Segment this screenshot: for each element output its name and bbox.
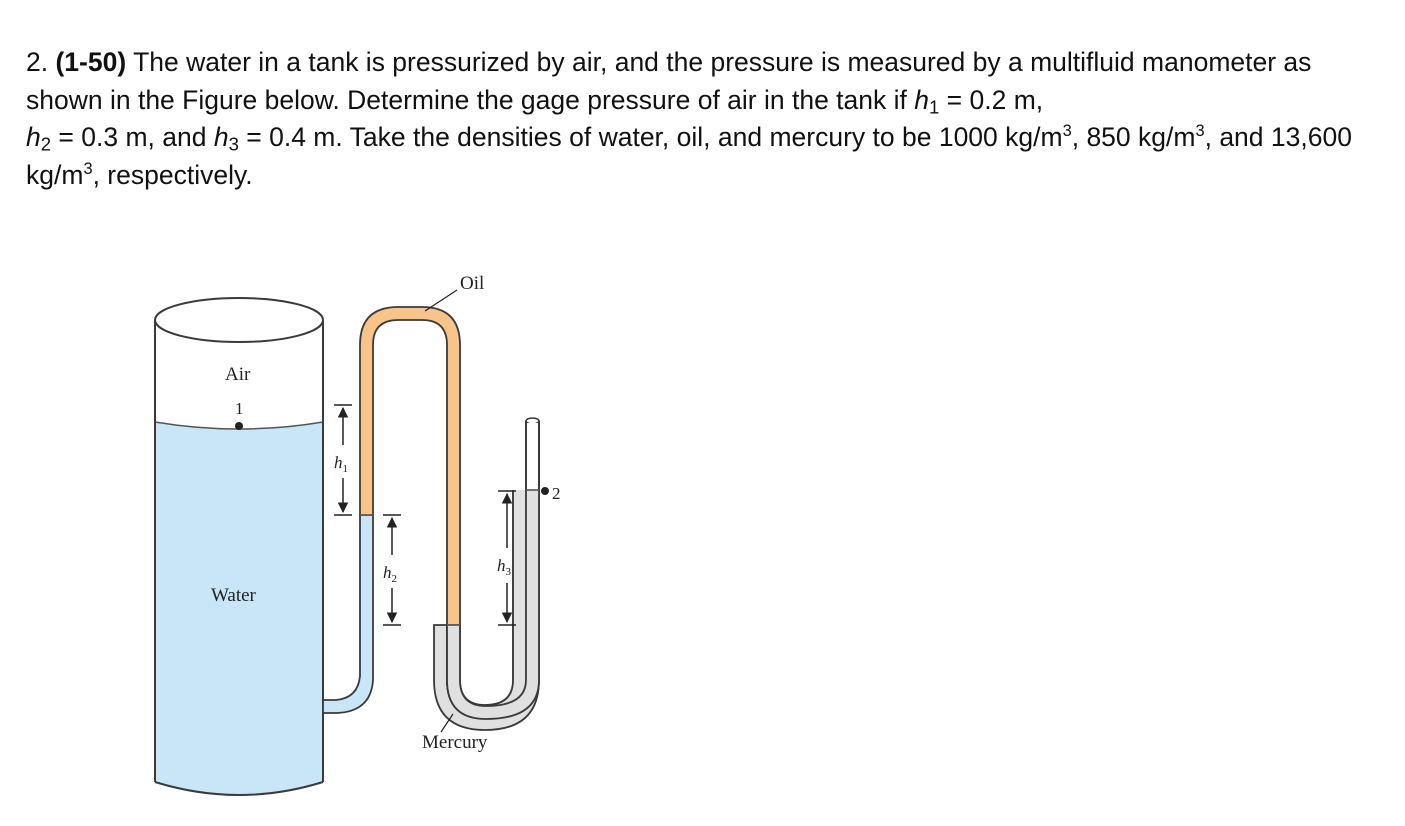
h1-dimension — [334, 404, 352, 516]
oil-label: Oil — [460, 273, 484, 294]
water-connector-tube — [322, 514, 374, 714]
h2-label: h2 — [383, 563, 397, 585]
density-exponent-2: 3 — [1195, 122, 1205, 141]
point-1-label: 1 — [235, 399, 244, 418]
problem-text-4: , respectively. — [92, 159, 253, 190]
point-2-label: 2 — [552, 484, 561, 503]
point-1-dot — [235, 422, 243, 430]
density-exponent-3: 3 — [83, 159, 93, 178]
tank — [154, 297, 324, 796]
problem-text-3: , and 13,600 kg/m — [26, 122, 1352, 190]
tank-water-region — [155, 422, 323, 795]
problem-reference: (1-50) — [55, 47, 127, 77]
h3-variable: h — [213, 122, 229, 152]
tank-top-rim — [154, 297, 324, 343]
problem-number: 2. — [26, 47, 49, 77]
problem-statement: 2. (1-50) The water in a tank is pressur… — [26, 44, 1356, 194]
density-exponent-1: 3 — [1062, 122, 1072, 141]
h3-label: h3 — [497, 556, 512, 578]
h1-label: h1 — [334, 453, 348, 475]
h1-value: = 0.2 m, — [939, 84, 1044, 115]
h2-dimension — [383, 514, 401, 626]
h2-variable: h — [26, 122, 41, 152]
h2-subscript: 2 — [40, 133, 52, 155]
h1-subscript: 1 — [929, 96, 940, 118]
mercury-label: Mercury — [422, 732, 488, 753]
mercury-right-column — [513, 490, 526, 680]
problem-text-2: , 850 kg/m — [1071, 122, 1196, 152]
h2-value: = 0.3 m, and — [51, 122, 214, 152]
mercury-leader-line — [440, 713, 454, 733]
h3-value: = 0.4 m. Take the densities of water, oi… — [238, 122, 1063, 152]
oil-leader-line — [424, 289, 458, 312]
water-label: Water — [211, 585, 257, 606]
h3-dimension — [498, 490, 516, 626]
point-2-dot — [541, 487, 549, 495]
h1-variable: h — [914, 84, 929, 115]
problem-text-1: The water in a tank is pressurized by ai… — [26, 47, 1312, 115]
mercury-u-clean — [446, 489, 540, 720]
air-label: Air — [225, 364, 251, 385]
oil-inverted-u — [359, 306, 461, 626]
h3-subscript: 3 — [228, 133, 239, 155]
